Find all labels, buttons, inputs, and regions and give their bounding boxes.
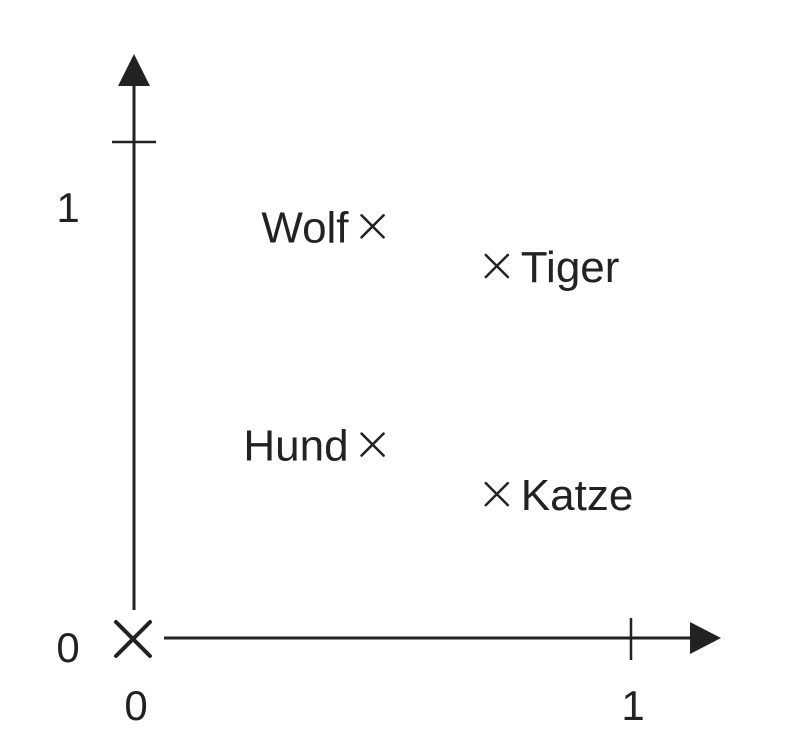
- origin-marker: [114, 620, 152, 658]
- data-point-katze: Katze: [484, 471, 634, 520]
- point-marker-hund-stroke-b: [360, 432, 385, 457]
- data-point-hund: Hund: [243, 422, 385, 471]
- data-point-tiger: Tiger: [484, 243, 620, 292]
- point-label-tiger: Tiger: [521, 243, 620, 292]
- point-label-wolf: Wolf: [261, 203, 349, 252]
- point-label-hund: Hund: [243, 422, 348, 471]
- axes: [118, 54, 721, 654]
- point-marker-tiger-stroke-b: [484, 253, 510, 279]
- x-axis-arrowhead: [690, 622, 721, 654]
- data-point-wolf: Wolf: [261, 203, 385, 252]
- tick-labels: 1 0 0 1: [56, 184, 644, 729]
- y-tick-label-1: 1: [56, 184, 79, 231]
- y-axis-arrowhead: [118, 54, 150, 86]
- point-label-katze: Katze: [521, 471, 634, 520]
- origin-marker-stroke-b: [114, 620, 152, 658]
- point-marker-katze-stroke-b: [484, 481, 510, 507]
- ticks: [112, 140, 633, 660]
- x-tick-label-1: 1: [621, 682, 644, 729]
- y-tick-label-0: 0: [56, 624, 79, 671]
- point-marker-wolf-stroke-b: [360, 214, 385, 239]
- x-tick-label-0: 0: [124, 682, 147, 729]
